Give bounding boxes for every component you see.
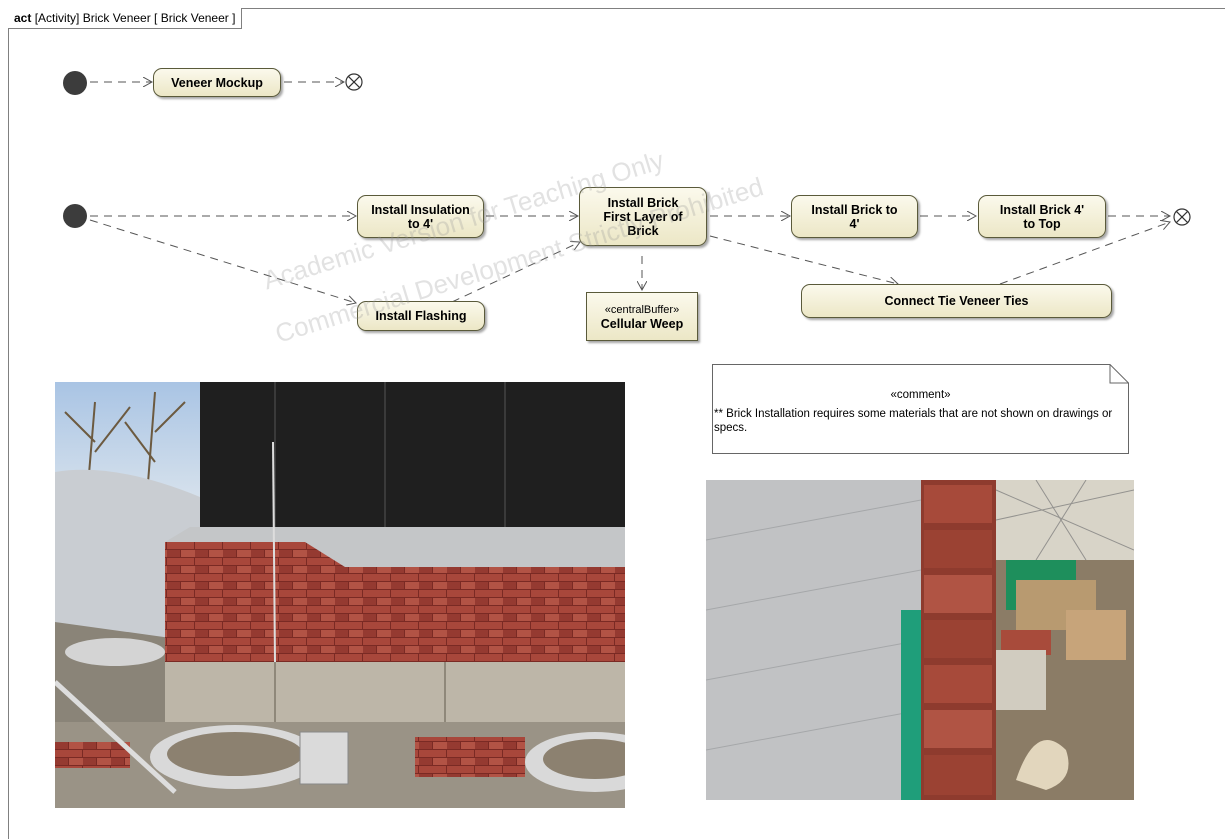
final-node-1	[345, 73, 363, 91]
action-install-insulation[interactable]: Install Insulation to 4'	[357, 195, 484, 238]
comment-text: ** Brick Installation requires some mate…	[714, 408, 1113, 434]
comment-stereotype: «comment»	[890, 389, 951, 401]
frame-kind: act	[14, 11, 32, 25]
final-node-2	[1173, 208, 1191, 226]
initial-node-1	[63, 71, 87, 95]
edge-brick1-ties	[709, 235, 898, 284]
frame-title: [Activity] Brick Veneer [ Brick Veneer ]	[34, 11, 236, 25]
brick-wall-photo	[55, 382, 625, 808]
diagram-frame	[8, 8, 1225, 839]
action-install-flashing[interactable]: Install Flashing	[357, 301, 485, 331]
edge-initial2-flashing	[89, 219, 356, 303]
action-install-brick-4-to-top[interactable]: Install Brick 4' to Top	[978, 195, 1106, 238]
cellular-weep-photo	[706, 480, 1134, 800]
frame-title-tab: act [Activity] Brick Veneer [ Brick Vene…	[8, 8, 243, 29]
buffer-name: Cellular Weep	[600, 316, 684, 331]
action-connect-tie-veneer-ties[interactable]: Connect Tie Veneer Ties	[801, 284, 1112, 318]
central-buffer-cellular-weep[interactable]: «centralBuffer» Cellular Weep	[586, 292, 698, 341]
action-install-brick-first-layer[interactable]: Install Brick First Layer of Brick	[579, 187, 707, 246]
action-veneer-mockup[interactable]: Veneer Mockup	[153, 68, 281, 97]
comment-note[interactable]: «comment» ** Brick Installation requires…	[712, 364, 1129, 454]
edge-ties-final2	[999, 222, 1170, 285]
edge-flashing-brick1	[451, 242, 580, 303]
initial-node-2	[63, 204, 87, 228]
action-install-brick-to-4[interactable]: Install Brick to 4'	[791, 195, 918, 238]
note-shape	[712, 364, 1129, 454]
buffer-stereotype: «centralBuffer»	[604, 303, 680, 316]
